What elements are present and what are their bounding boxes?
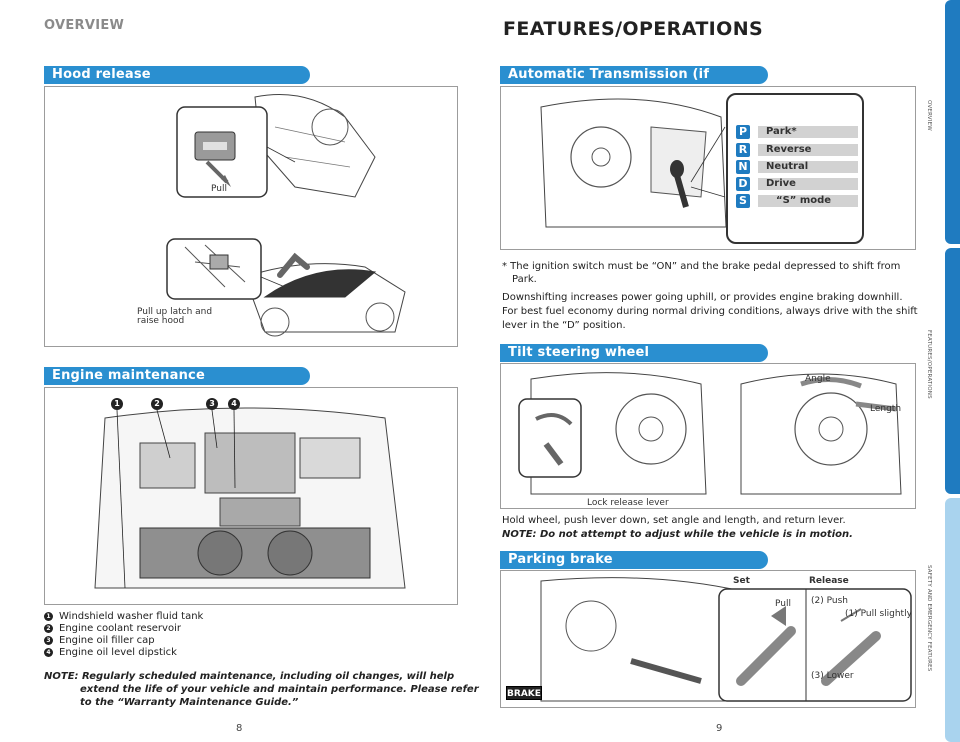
hood-release-panel: Pull Pull up latch and raise hood	[44, 86, 458, 347]
transmission-body-line3: lever in the “D” position.	[502, 320, 626, 331]
engine-marker-3: 3	[206, 398, 218, 410]
page-number-left: 8	[236, 723, 243, 734]
gear-row-s-mode: S “S” mode	[736, 194, 858, 208]
side-tab-strip	[945, 0, 960, 742]
tilt-steering-panel: Lock release lever Angle Length	[500, 363, 916, 509]
brake-pull-slightly-callout: (1) Pull slightly	[845, 609, 912, 619]
tilt-steering-note: NOTE: Do not attempt to adjust while the…	[502, 529, 853, 540]
transmission-footnote-line1: * The ignition switch must be “ON” and t…	[502, 261, 901, 272]
gear-row-reverse: R Reverse	[736, 143, 858, 157]
side-tab-safety[interactable]	[945, 498, 960, 742]
features-header: FEATURES/OPERATIONS	[503, 18, 764, 40]
gear-letter-p: P	[736, 125, 750, 139]
engine-bay-illustration	[94, 407, 406, 589]
brake-push-callout: (2) Push	[811, 596, 848, 606]
brake-set-label: Set	[733, 576, 750, 586]
transmission-body-line2: For best fuel economy during normal driv…	[502, 306, 918, 317]
gear-legend-box: P Park* R Reverse N Neutral D Drive S “S…	[726, 93, 864, 244]
hood-release-title: Hood release	[44, 66, 310, 84]
item-number: 4	[44, 647, 53, 657]
gear-label-neutral: Neutral	[758, 161, 858, 173]
engine-items-list: 1 Windshield washer fluid tank 2 Engine …	[44, 610, 203, 658]
item-label: Windshield washer fluid tank	[59, 610, 204, 622]
gear-row-drive: D Drive	[736, 177, 858, 191]
engine-marker-4: 4	[228, 398, 240, 410]
brake-lower-callout: (3) Lower	[811, 671, 854, 681]
steering-illustration	[518, 372, 902, 495]
parking-brake-panel: Set Release Pull (2) Push (1) Pull sligh…	[500, 570, 916, 708]
gear-label-s-mode: “S” mode	[758, 195, 858, 207]
gear-label-drive: Drive	[758, 178, 858, 190]
tilt-steering-title: Tilt steering wheel	[500, 344, 768, 362]
list-item: 2 Engine coolant reservoir	[44, 622, 203, 634]
parking-brake-illustration	[540, 577, 912, 702]
engine-maintenance-panel: 1 2 3 4	[44, 387, 458, 605]
gear-letter-d: D	[736, 177, 750, 191]
item-label: Engine oil level dipstick	[59, 646, 177, 658]
brake-badge: BRAKE	[506, 686, 542, 700]
hood-release-illustration	[166, 94, 406, 337]
item-number: 2	[44, 623, 53, 633]
transmission-title: Automatic Transmission (if equipped)	[500, 66, 768, 100]
item-number: 3	[44, 635, 53, 645]
engine-maintenance-title: Engine maintenance	[44, 367, 310, 385]
side-tab-features[interactable]	[945, 248, 960, 494]
item-label: Engine coolant reservoir	[59, 622, 181, 634]
side-label-overview: OVERVIEW	[926, 100, 932, 131]
gear-row-neutral: N Neutral	[736, 160, 858, 174]
lock-release-callout: Lock release lever	[587, 498, 669, 508]
parking-brake-title: Parking brake	[500, 551, 768, 569]
overview-header: OVERVIEW	[44, 18, 125, 33]
brake-pull-callout: Pull	[775, 599, 791, 609]
side-label-features: FEATURES/OPERATIONS	[926, 330, 932, 399]
item-number: 1	[44, 611, 53, 621]
gear-letter-s: S	[736, 194, 750, 208]
length-callout: Length	[870, 404, 902, 414]
list-item: 3 Engine oil filler cap	[44, 634, 203, 646]
gear-row-park: P Park*	[736, 125, 858, 139]
tilt-steering-body: Hold wheel, push lever down, set angle a…	[502, 515, 846, 526]
hood-latch-callout-line2: raise hood	[137, 316, 185, 326]
gear-letter-n: N	[736, 160, 750, 174]
maintenance-note-line2: extend the life of your vehicle and main…	[80, 684, 479, 695]
maintenance-note-line3: to the “Warranty Maintenance Guide.”	[80, 697, 299, 708]
brake-release-label: Release	[809, 576, 849, 586]
list-item: 1 Windshield washer fluid tank	[44, 610, 203, 622]
angle-callout: Angle	[805, 374, 831, 384]
transmission-body-line1: Downshifting increases power going uphil…	[502, 292, 903, 303]
gear-label-reverse: Reverse	[758, 144, 858, 156]
engine-marker-2: 2	[151, 398, 163, 410]
transmission-footnote-line2: Park.	[512, 274, 537, 285]
side-label-safety: SAFETY AND EMERGENCY FEATURES	[926, 565, 932, 672]
shift-lever-illustration	[540, 98, 727, 228]
maintenance-note-line1: NOTE: Regularly scheduled maintenance, i…	[44, 671, 455, 682]
gear-letter-r: R	[736, 143, 750, 157]
engine-marker-1: 1	[111, 398, 123, 410]
item-label: Engine oil filler cap	[59, 634, 155, 646]
hood-pull-callout: Pull	[211, 184, 227, 194]
list-item: 4 Engine oil level dipstick	[44, 646, 203, 658]
hood-latch-callout-line1: Pull up latch and	[137, 307, 213, 317]
side-tab-overview[interactable]	[945, 0, 960, 244]
gear-label-park: Park*	[758, 126, 858, 138]
page-number-right: 9	[716, 723, 723, 734]
